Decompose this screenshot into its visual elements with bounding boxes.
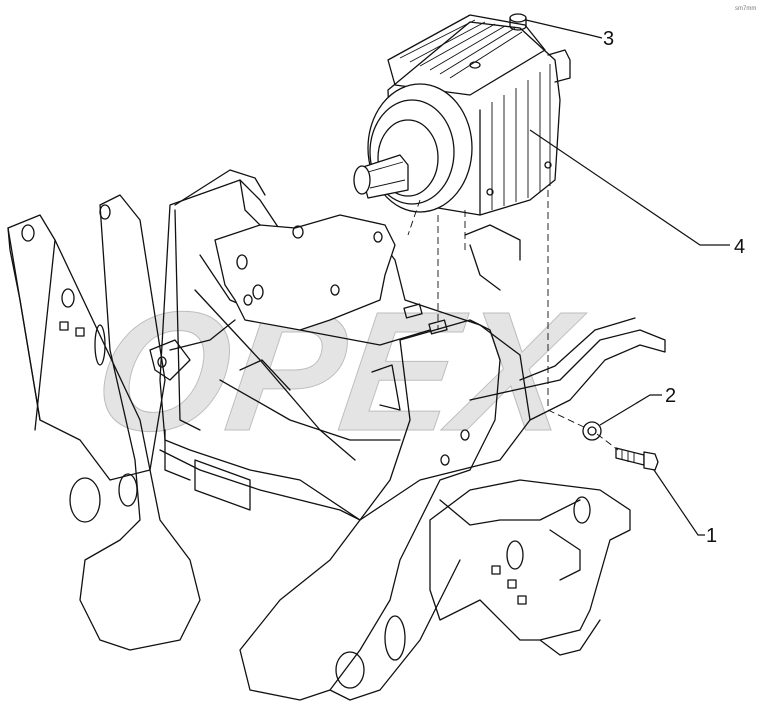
bolt xyxy=(615,447,659,471)
washer xyxy=(582,421,602,441)
callout-1: 1 xyxy=(706,525,717,547)
corner-mark: sm7mm xyxy=(735,6,756,12)
callout-4: 4 xyxy=(734,236,745,258)
breather-plug xyxy=(509,13,527,31)
callout-leaders xyxy=(525,19,730,536)
frame-assembly xyxy=(7,169,666,701)
gearbox-assembly xyxy=(353,14,571,216)
callout-3: 3 xyxy=(603,28,614,50)
assembly-guide-lines xyxy=(407,190,619,451)
callout-2: 2 xyxy=(665,385,676,407)
